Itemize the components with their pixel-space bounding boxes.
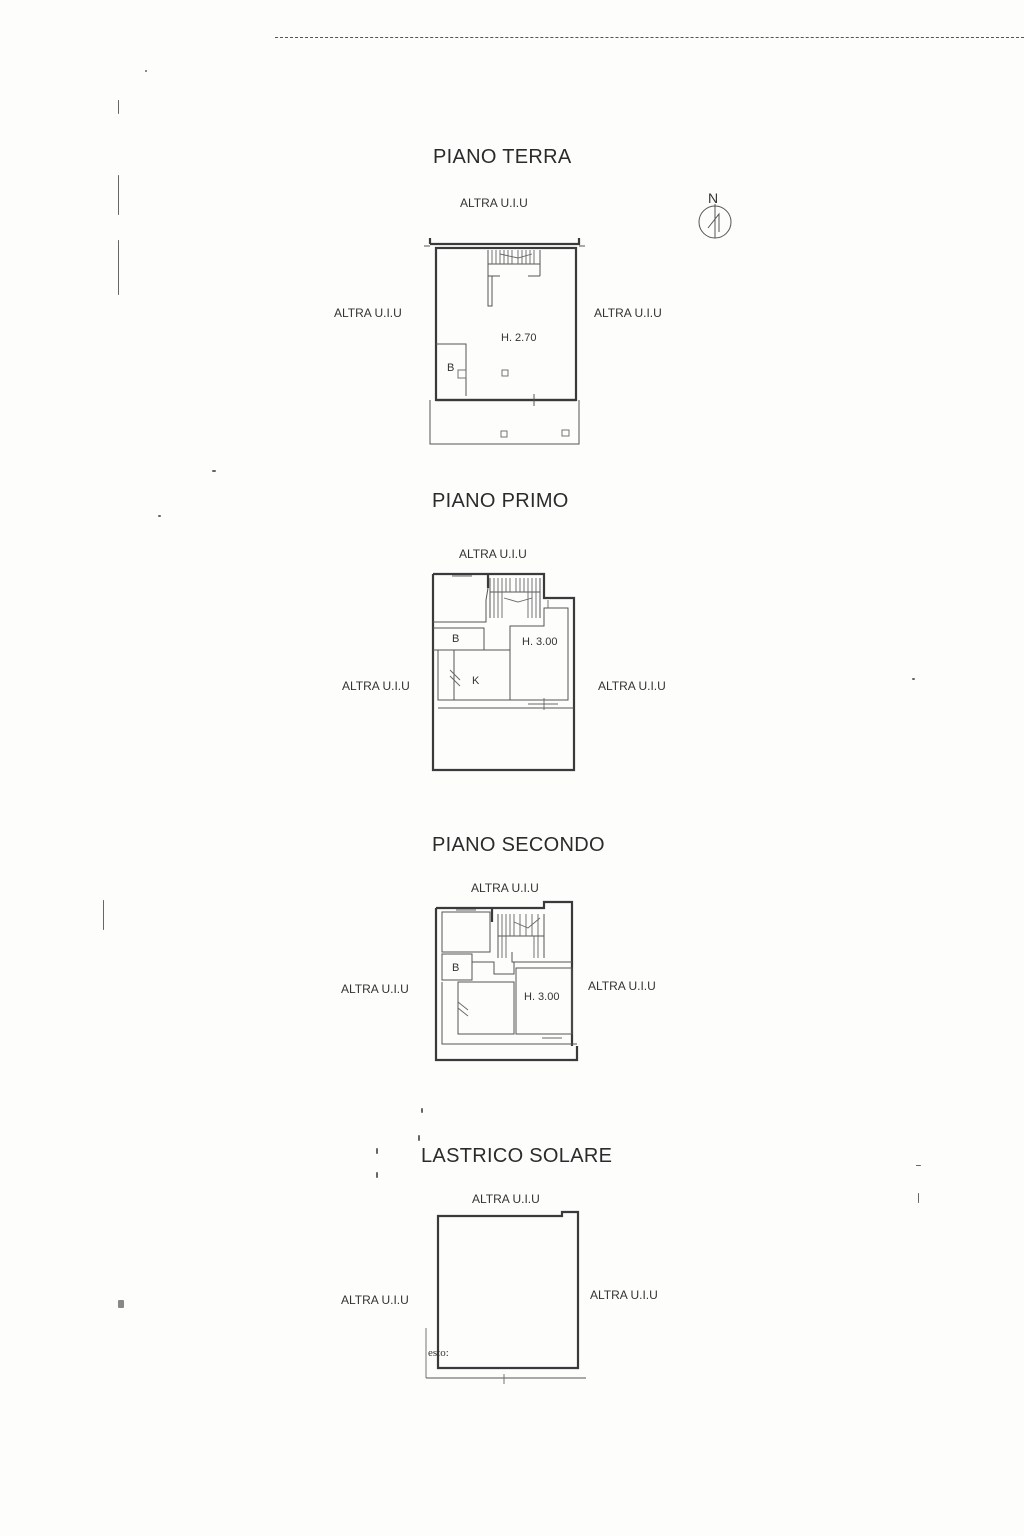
scan-speck <box>912 678 915 680</box>
scan-top-border <box>275 37 1024 38</box>
ground-left-neighbor-label: ALTRA U.I.U <box>334 306 402 320</box>
first-top-neighbor-label: ALTRA U.I.U <box>459 547 527 561</box>
second-bath-label: B <box>452 962 460 974</box>
roof-note-fragment: esto: <box>428 1347 449 1359</box>
ground-floor-plan <box>424 238 585 445</box>
first-kitchen-label: K <box>472 675 480 687</box>
second-top-neighbor-label: ALTRA U.I.U <box>471 881 539 895</box>
roof-top-neighbor-label: ALTRA U.I.U <box>472 1192 540 1206</box>
first-left-neighbor-label: ALTRA U.I.U <box>342 679 410 693</box>
ground-top-neighbor-label: ALTRA U.I.U <box>460 196 528 210</box>
scan-speck <box>118 1300 124 1308</box>
second-height-label: H. 3.00 <box>524 991 560 1003</box>
roof-title: LASTRICO SOLARE <box>421 1145 613 1167</box>
roof-plan <box>425 1210 586 1384</box>
first-right-neighbor-label: ALTRA U.I.U <box>598 679 666 693</box>
scan-speck <box>916 1165 921 1166</box>
scan-speck <box>145 70 147 72</box>
scan-speck <box>418 1135 420 1141</box>
scan-speck <box>103 900 104 930</box>
scan-speck <box>212 470 216 472</box>
scan-speck <box>118 240 119 295</box>
first-bath-label: B <box>452 633 460 645</box>
ground-bath-label: B <box>447 362 455 374</box>
ground-right-neighbor-label: ALTRA U.I.U <box>594 306 662 320</box>
scan-speck <box>376 1148 378 1154</box>
scan-speck <box>421 1108 423 1113</box>
ground-floor-title: PIANO TERRA <box>433 146 572 168</box>
second-floor-title: PIANO SECONDO <box>432 834 605 856</box>
scan-speck <box>118 100 119 114</box>
scan-speck <box>918 1193 919 1203</box>
roof-left-neighbor-label: ALTRA U.I.U <box>341 1293 409 1307</box>
first-floor-title: PIANO PRIMO <box>432 490 569 512</box>
north-compass-icon <box>698 204 732 239</box>
second-right-neighbor-label: ALTRA U.I.U <box>588 979 656 993</box>
first-floor-plan <box>431 572 576 772</box>
first-height-label: H. 3.00 <box>522 636 558 648</box>
ground-height-label: H. 2.70 <box>501 332 537 344</box>
roof-right-neighbor-label: ALTRA U.I.U <box>590 1288 658 1302</box>
compass-north-label: N <box>708 190 719 206</box>
scan-speck <box>158 515 161 517</box>
second-floor-plan <box>434 900 579 1062</box>
scan-speck <box>376 1172 378 1178</box>
scan-speck <box>118 175 119 215</box>
second-left-neighbor-label: ALTRA U.I.U <box>341 982 409 996</box>
